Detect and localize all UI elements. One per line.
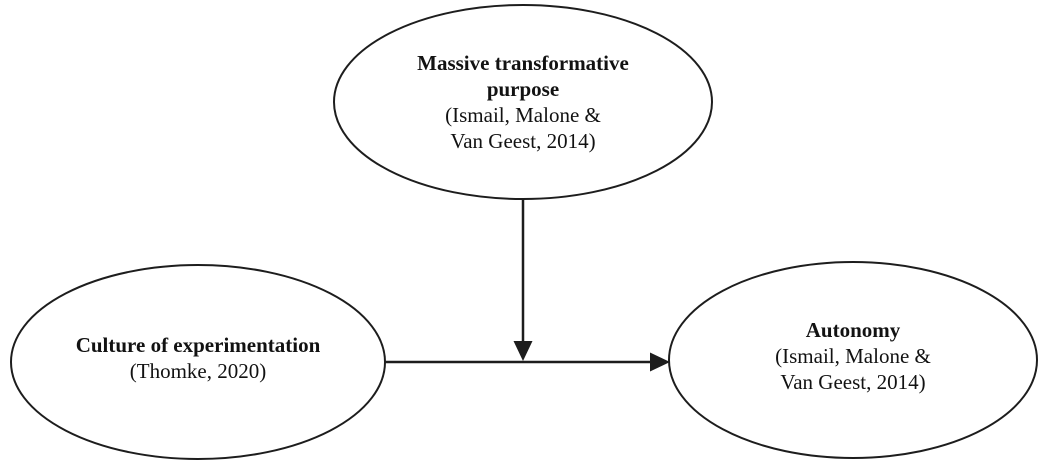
arrowhead-right-icon — [650, 352, 670, 372]
arrowhead-down-icon — [513, 341, 533, 361]
node-citation-line: (Thomke, 2020) — [129, 359, 267, 383]
node-title-line: Autonomy — [805, 318, 901, 342]
node-citation-line: (Ismail, Malone & — [775, 344, 931, 368]
node-title-line: purpose — [486, 77, 560, 101]
arrow-culture-to-autonomy — [385, 352, 670, 372]
node-title-line: Massive transformative — [417, 51, 629, 75]
node-label-autonomy: Autonomy (Ismail, Malone & Van Geest, 20… — [683, 317, 1023, 395]
node-title-line: Culture of experimentation — [75, 333, 321, 357]
node-citation-line: Van Geest, 2014) — [780, 370, 926, 394]
node-ellipse-autonomy — [668, 261, 1038, 459]
node-label-massive-transformative-purpose: Massive transformative purpose (Ismail, … — [353, 50, 693, 154]
node-label-culture-of-experimentation: Culture of experimentation (Thomke, 2020… — [28, 332, 368, 384]
node-citation-line: Van Geest, 2014) — [450, 129, 596, 153]
arrow-mtp-to-culture-autonomy-arrow — [513, 199, 533, 361]
node-citation-line: (Ismail, Malone & — [445, 103, 601, 127]
